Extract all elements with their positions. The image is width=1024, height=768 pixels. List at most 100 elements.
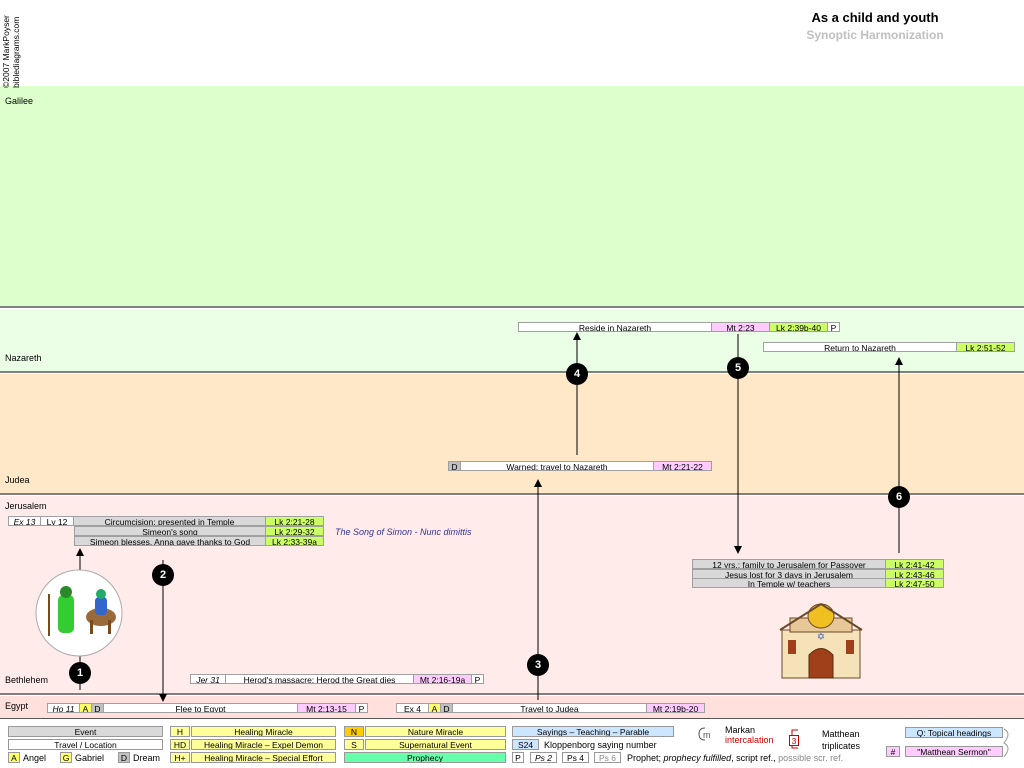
legend-hd-box: HD [170,739,190,750]
legend-sermon: "Matthean Sermon" [905,746,1003,757]
event-label: Flee to Egypt [104,703,298,713]
legend-healing-demon: Healing Miracle – Expel Demon [191,739,336,750]
angel-marker: A [80,703,92,713]
scripture-ref: Lk 2:21-28 [266,516,324,526]
judea-band [0,374,1024,494]
legend-healing: Healing Miracle [191,726,336,737]
step-3: 3 [527,654,549,676]
nazareth-band [0,309,1024,372]
legend-markan-m: m [703,730,711,740]
event-label: Travel to Judea [453,703,647,713]
legend-h-box: H [170,726,190,737]
divider [0,693,1024,695]
angel-marker: A [429,703,441,713]
legend-kloppenborg: Kloppenborg saying number [544,740,657,750]
event-warned: D Warned; travel to Nazareth Mt 2:21-22 [448,461,712,471]
scripture-ref: Lk 2:47-50 [886,578,944,588]
legend-healing-special: Healing Miracle – Special Effort [191,752,336,763]
scripture-ref: Mt 2:13-15 [298,703,356,713]
scripture-ref: Mt 2:19b-20 [647,703,705,713]
legend-n-box: N [344,726,364,737]
galilee-band [0,86,1024,307]
event-label: 12 yrs.; family to Jerusalem for Passove… [692,559,886,569]
legend-gabriel-box: G [60,752,72,763]
region-label-galilee: Galilee [5,96,34,106]
step-1: 1 [69,662,91,684]
event-label: Simeon blesses, Anna gave thanks to God [74,536,266,546]
svg-text:✡: ✡ [817,632,825,643]
step-4: 4 [566,363,588,385]
event-label: Simeon's song [74,526,266,536]
event-simeon-song: Simeon's song Lk 2:29-32 [74,526,324,536]
temple-illustration: ✡ [779,602,863,679]
scripture-ref: Mt 2:21-22 [654,461,712,471]
scripture-ref: Ho 11 [47,703,80,713]
event-travel-judea: Ex 4 A D Travel to Judea Mt 2:19b-20 [396,703,705,713]
legend-sayings: Sayings – Teaching – Parable [512,726,674,737]
legend-hplus-box: H+ [170,752,190,763]
dream-marker: D [448,461,461,471]
step-6: 6 [888,486,910,508]
legend-supernatural: Supernatural Event [365,739,506,750]
legend-p-box: P [512,752,524,763]
legend-travel: Travel / Location [8,739,163,750]
sermon-bracket-icon [1003,728,1009,758]
region-label-egypt: Egypt [5,701,29,711]
legend-matthean: Matthean [822,729,860,739]
legend-prophecy: Prophecy [344,752,506,763]
scripture-ref: Mt 2:23 [712,322,770,332]
event-herods-massacre: Jer 31 Herod's massacre; Herod the Great… [190,674,484,684]
divider [0,306,1024,308]
event-return-nazareth: Return to Nazareth Lk 2:51-52 [763,342,1015,352]
legend-prophet-c: , script ref., [731,753,776,763]
copyright-line1: ©2007 MarkPoyser [1,15,11,88]
region-label-bethlehem: Bethlehem [5,675,49,685]
legend-dream-label: Dream [133,753,161,763]
legend-nature: Nature Miracle [365,726,506,737]
scripture-ref: Lv 12 [41,516,74,526]
scripture-ref: Lk 2:29-32 [266,526,324,536]
event-in-temple: In Temple w/ teachers Lk 2:47-50 [692,578,944,588]
legend-triplicates: triplicates [822,741,861,751]
prophet-marker: P [472,674,484,684]
legend-dream-box: D [118,752,130,763]
event-label: In Temple w/ teachers [692,578,886,588]
event-circumcision: Ex 13 Lv 12 Circumcision; presented in T… [8,516,324,526]
legend-intercalation: intercalation [725,735,774,745]
dream-marker: D [92,703,104,713]
legend-s-box: S [344,739,364,750]
scripture-ref: Lk 2:41-42 [886,559,944,569]
page-title: As a child and youth [811,10,939,25]
legend-markan: Markan [725,725,756,735]
legend-ps6-box: Ps 6 [594,752,621,763]
step-5: 5 [727,357,749,379]
event-label: Herod's massacre; Herod the Great dies [226,674,414,684]
page-subtitle: Synoptic Harmonization [806,28,944,42]
scripture-ref: Lk 2:33-39a [266,536,324,546]
prophet-marker: P [828,322,840,332]
event-label: Circumcision; presented in Temple [74,516,266,526]
prophet-marker: P [356,703,368,713]
legend-event: Event [8,726,163,737]
legend-gabriel-label: Gabriel [75,753,105,763]
event-flee-egypt: Ho 11 A D Flee to Egypt Mt 2:13-15 P [47,703,368,713]
scripture-ref: Mt 2:16-19a [414,674,472,684]
legend-prophet-a: Prophet; [627,753,662,763]
scripture-ref: Ex 4 [396,703,429,713]
region-label-nazareth: Nazareth [5,353,42,363]
divider [0,371,1024,373]
copyright-line2: biblediagrams.com [11,17,21,88]
legend-angel-box: A [8,752,20,763]
legend-prophet-b: prophecy fulfilled [663,753,732,763]
legend-hash-box: # [886,746,900,757]
legend-ps2-box: Ps 2 [530,752,557,763]
region-label-jerusalem: Jerusalem [5,501,47,511]
event-reside-nazareth: Reside in Nazareth Mt 2:23 Lk 2:39b-40 P [518,322,840,332]
scripture-ref: Jer 31 [190,674,226,684]
legend-angel-label: Angel [23,753,47,763]
divider [0,718,1024,719]
markan-bracket-icon [698,727,706,741]
step-2: 2 [152,564,174,586]
event-simeon-blesses: Simeon blesses, Anna gave thanks to God … [74,536,324,546]
